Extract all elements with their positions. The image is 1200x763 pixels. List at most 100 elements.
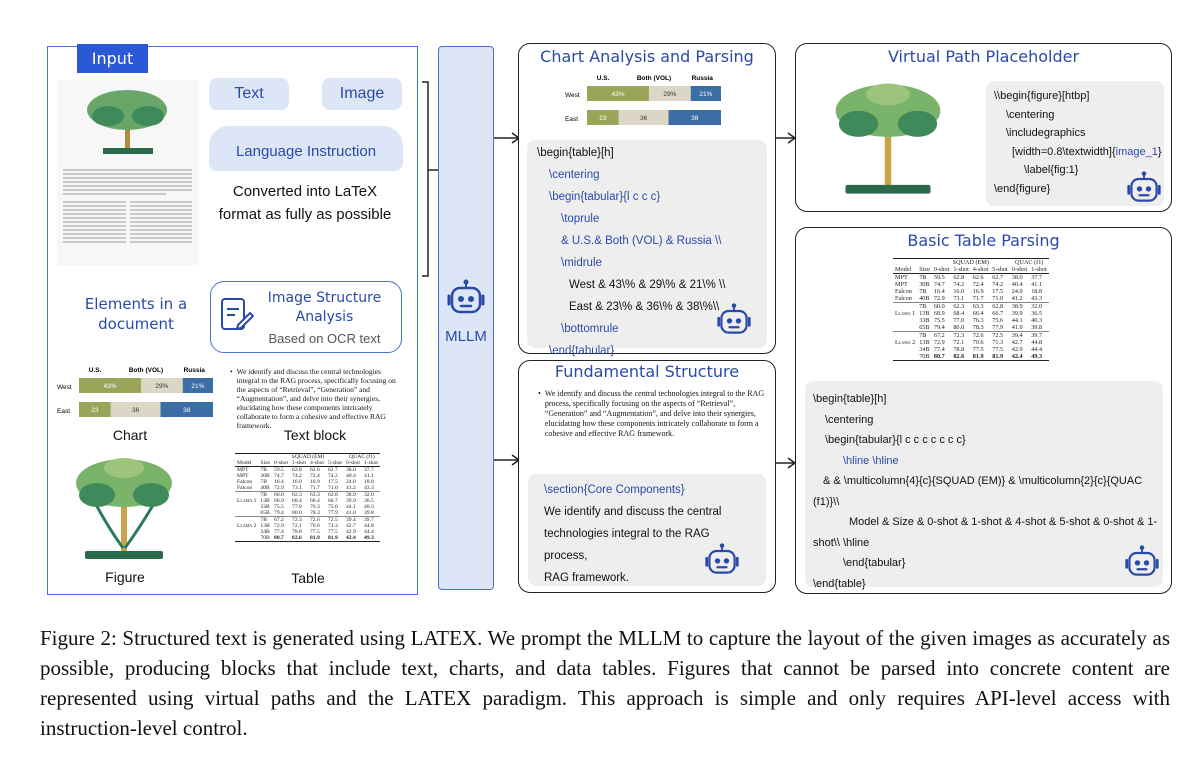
chart-bar-segment (587, 86, 649, 101)
table-group-header: SQUAD (EM) (291, 454, 325, 460)
table-cell: 74.2 (327, 473, 338, 479)
table-cell: 62.8 (327, 492, 338, 498)
table-cell (893, 324, 918, 332)
table-cell: 38.0 (1011, 274, 1023, 281)
table-cell: 41.0 (343, 510, 362, 517)
table-cell: 72.6 (310, 517, 320, 523)
table-cell: 72.3 (953, 332, 965, 339)
table-cell: 71.7 (308, 485, 326, 492)
table-cell: 16.9 (972, 288, 984, 295)
table-cell: 62.7 (327, 467, 338, 473)
table-cell (893, 353, 917, 361)
table-cell (235, 510, 259, 517)
table-cell: 72.9 (274, 523, 284, 529)
chart-bar-segment (182, 378, 213, 393)
chart-value-label: 29% (663, 91, 676, 98)
code-line: \centering (549, 169, 600, 181)
table-cell: 68.9 (274, 498, 284, 504)
table-cell: 72.5 (992, 332, 1004, 339)
table-group-header: QUAC (f1) (1015, 259, 1044, 266)
table-cell: 43.3 (361, 485, 380, 492)
chart-value-label: 43% (103, 383, 116, 390)
table-cell: 39.8 (1029, 324, 1049, 332)
figure-tree-thumb (835, 83, 941, 194)
table-cell: 72.9 (931, 295, 952, 303)
table-cell: 7B (260, 467, 267, 473)
table-cell: 7B (919, 274, 927, 281)
table-cell: 62.6 (310, 467, 320, 473)
table-cell: 17.5 (327, 479, 338, 485)
table-cell: 16.4 (933, 288, 945, 295)
table-cell: 40.4 (345, 473, 356, 479)
table-header-cell: Size (917, 266, 932, 274)
table-header-cell: 1-shot (290, 460, 308, 467)
table-cell: 70B (260, 535, 270, 541)
table-cell (235, 535, 258, 542)
chart-value-label: 36 (132, 407, 140, 414)
table-cell (893, 346, 917, 353)
table-cell: Falcon (237, 479, 253, 485)
chart-value-label: 38 (183, 407, 191, 414)
table-cell: 78.3 (970, 324, 991, 332)
table-cell: 40B (917, 295, 932, 303)
table-cell: 74.2 (292, 473, 302, 479)
table-cell: 30B (260, 473, 270, 479)
code-line: \begin{table}[h] (537, 147, 614, 159)
robot-icon (1125, 545, 1159, 576)
table-cell: 73.1 (951, 295, 971, 303)
chart-analysis-title: Chart Analysis and Parsing (540, 47, 754, 66)
code-line: \begin{tabular}{l c c c} (549, 191, 661, 203)
table-header-cell: 5-shot (325, 460, 344, 467)
table-cell: 13B (919, 339, 930, 346)
table-cell: MPT (895, 274, 908, 281)
table-cell: 82.6 (953, 353, 965, 360)
table-cell: 74.2 (992, 281, 1004, 288)
table-cell: Falcon (895, 288, 912, 295)
virtual-path-title: Virtual Path Placeholder (887, 47, 1080, 66)
table-cell: 62.8 (953, 274, 965, 281)
table-cell: 7B (919, 303, 927, 310)
table-cell: 77.0 (953, 317, 965, 324)
robot-icon (447, 279, 485, 314)
code-line: \midrule (561, 257, 602, 269)
table-header-cell: 4-shot (308, 460, 326, 467)
table-cell: 77.5 (310, 529, 320, 535)
table-cell: 41.1 (1031, 281, 1043, 288)
chart-bar-segment (668, 110, 721, 125)
table-cell: 40.3 (1031, 317, 1043, 324)
table-cell: 38.0 (345, 467, 356, 473)
table-cell: 37.7 (1031, 274, 1043, 281)
table-cell: 42.4 (345, 535, 356, 541)
table-cell: 44.4 (363, 529, 374, 535)
table-header-cell: 0-shot (343, 460, 362, 467)
table-cell: 16.0 (953, 288, 965, 295)
table-latex-code: \begin{table}[h]\centering\begin{tabular… (805, 381, 1163, 590)
table-cell: 41.1 (363, 473, 374, 479)
chart-bar-segment (587, 110, 619, 125)
table-cell: 44.1 (1011, 317, 1023, 324)
chart-value-label: 21% (191, 383, 204, 390)
table-cell: 18.8 (1031, 288, 1043, 295)
code-line: East & 23\% & 36\% & 38\%\\ (569, 301, 720, 313)
table-header-cell: 1-shot (1029, 266, 1049, 274)
table-cell: 49.3 (363, 535, 374, 541)
code-line: technologies integral to the RAG (544, 528, 710, 540)
code-line: \hline \hline (843, 454, 899, 467)
fundamental-text-sample: • We identify and discuss the central te… (538, 389, 765, 438)
table-header-cell: 0-shot (931, 266, 952, 274)
code-line: [width=0.8\textwidth]{image_1} (1012, 145, 1162, 158)
table-cell: 62.6 (972, 274, 984, 281)
table-cell: 70.6 (310, 523, 320, 529)
table-cell: 66.4 (310, 498, 320, 504)
image-structure-title: Image Structure Analysis (267, 290, 382, 325)
chart-header-label: Both (VOL) (637, 75, 671, 82)
table-cell: 72.9 (933, 339, 945, 346)
table-cell: 81.9 (992, 353, 1004, 360)
image-chip: Image (322, 78, 402, 110)
